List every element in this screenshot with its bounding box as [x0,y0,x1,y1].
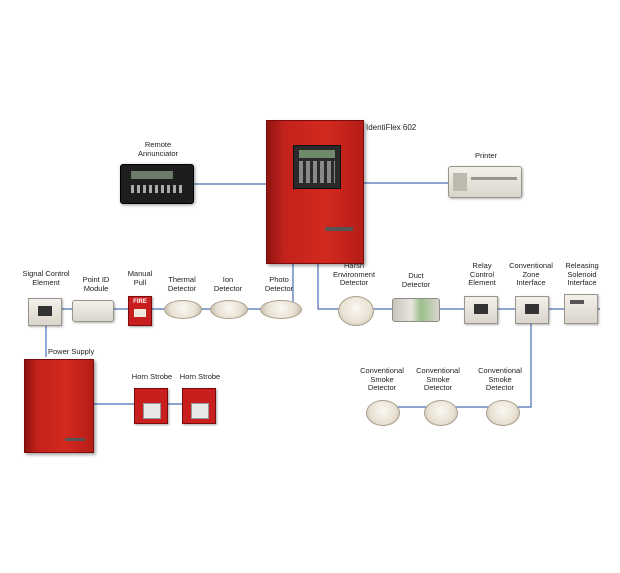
signal-control-label: Signal Control Element [22,269,70,287]
releasing-label: Releasing Solenoid Interface [565,261,599,287]
conv-smoke-2-label: Conventional Smoke Detector [416,366,460,392]
conv-zone-label: Conventional Zone Interface [509,261,553,287]
wire-conv-zone [368,322,532,408]
photo-detector [260,300,302,319]
conventional-smoke-detector-1 [366,400,400,426]
relay-control-element [464,296,498,324]
conv-smoke-1-label: Conventional Smoke Detector [360,366,404,392]
manual-pull-station: FIRE [128,296,152,326]
printer [448,166,522,198]
thermal-label: Thermal Detector [167,275,197,293]
releasing-solenoid-interface [564,294,598,324]
harsh-label: Harsh Environment Detector [332,261,376,287]
main-fire-panel [266,120,364,264]
signal-control-element [28,298,62,326]
photo-label: Photo Detector [264,275,294,293]
remote-annunciator [120,164,194,204]
power-supply [24,359,94,453]
horn-strobe-2-label: Horn Strobe [179,372,221,381]
harsh-environment-detector [338,296,374,326]
conv-smoke-3-label: Conventional Smoke Detector [478,366,522,392]
wire-slc-right [317,262,600,310]
conventional-zone-interface [515,296,549,324]
thermal-detector [164,300,202,319]
remote-annunciator-label: Remote Annunciator [137,140,179,158]
conventional-smoke-detector-3 [486,400,520,426]
conventional-smoke-detector-2 [424,400,458,426]
point-id-module [72,300,114,322]
horn-strobe-1-label: Horn Strobe [131,372,173,381]
point-id-label: Point ID Module [82,275,110,293]
power-supply-label: Power Supply [48,347,95,356]
manual-pull-label: Manual Pull [127,269,153,287]
main-panel-label: IdentiFlex 602 [366,123,417,132]
printer-label: Printer [474,151,498,160]
ion-label: Ion Detector [213,275,243,293]
panel-keypad [293,145,341,189]
fire-text: FIRE [133,299,147,305]
ion-detector [210,300,248,319]
relay-label: Relay Control Element [468,261,496,287]
horn-strobe-2 [182,388,216,424]
duct-label: Duct Detector [401,271,431,289]
horn-strobe-1 [134,388,168,424]
duct-detector [392,298,440,322]
